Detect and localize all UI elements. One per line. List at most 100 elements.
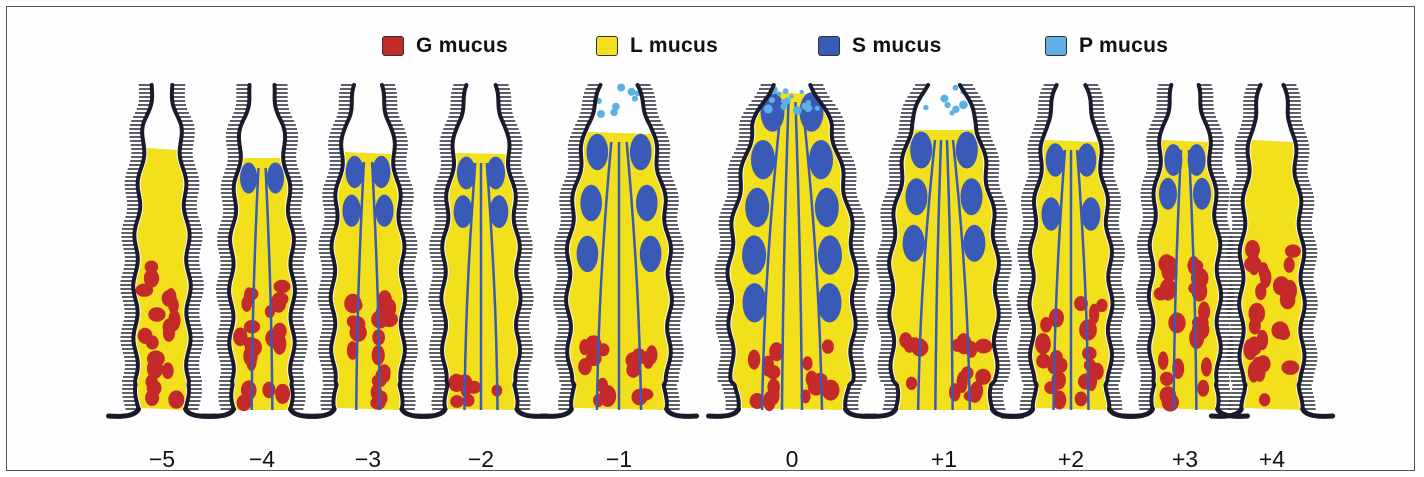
stage-label: −2 [468, 446, 494, 472]
g-mucus-granule [376, 368, 391, 384]
crypt-stage-0 [109, 85, 216, 416]
s-mucus-droplet [906, 178, 928, 215]
g-mucus-granule [579, 339, 590, 355]
s-mucus-droplet [818, 235, 842, 274]
crypt-stage-5 [709, 85, 876, 416]
g-mucus-granule [1168, 312, 1185, 333]
s-mucus-droplet [743, 283, 767, 322]
g-mucus-granule [246, 288, 258, 300]
s-mucus-droplet [751, 140, 775, 179]
g-mucus-granule [975, 369, 991, 385]
p-mucus-blob [940, 95, 948, 103]
g-mucus-granule [377, 301, 395, 316]
crypt-base-left [109, 409, 139, 416]
g-mucus-granule [646, 345, 658, 364]
stage-label: −5 [149, 446, 175, 472]
p-mucus-blob [945, 102, 951, 108]
lumen-l-mucus [892, 130, 996, 410]
g-mucus-granule [626, 362, 640, 378]
g-mucus-granule [1091, 363, 1104, 380]
s-mucus-droplet [742, 235, 766, 274]
s-mucus-droplet [910, 132, 932, 169]
s-mucus-droplet [454, 195, 473, 228]
g-mucus-granule [1197, 380, 1209, 397]
s-mucus-droplet [1193, 178, 1211, 210]
g-mucus-granule [1160, 372, 1174, 386]
s-mucus-droplet [815, 188, 839, 227]
crypt-stage-6 [866, 85, 1023, 417]
s-mucus-droplet [1046, 143, 1065, 176]
g-mucus-granule [1243, 339, 1257, 360]
g-mucus-granule [1158, 351, 1168, 370]
g-mucus-granule [1280, 290, 1296, 310]
g-mucus-granule [168, 390, 184, 408]
g-mucus-granule [1271, 321, 1288, 339]
g-mucus-granule [1201, 357, 1212, 376]
p-mucus-blob [923, 105, 928, 110]
crypt-stage-3 [415, 85, 547, 416]
g-mucus-granule [275, 384, 290, 404]
g-mucus-granule [1260, 267, 1271, 288]
stage-label: +1 [931, 446, 957, 472]
s-mucus-droplet [580, 185, 602, 221]
g-mucus-granule [1251, 357, 1264, 377]
p-mucus-blob [764, 105, 773, 114]
s-mucus-droplet [818, 283, 842, 322]
g-mucus-granule [1162, 393, 1179, 412]
g-mucus-granule [1198, 301, 1210, 321]
stage-label: +4 [1259, 446, 1285, 472]
s-mucus-droplet [587, 134, 609, 170]
g-mucus-granule [1089, 304, 1099, 325]
crypt-stage-1 [204, 85, 321, 416]
s-mucus-droplet [745, 188, 769, 227]
s-mucus-droplet [956, 132, 978, 169]
s-mucus-droplet [267, 163, 284, 194]
s-mucus-droplet [343, 195, 361, 227]
g-mucus-granule [957, 371, 968, 393]
g-mucus-granule [1056, 358, 1068, 373]
s-mucus-droplet [903, 225, 925, 262]
p-mucus-blob [610, 109, 617, 116]
g-mucus-granule [1159, 254, 1175, 273]
crypt-base-left [709, 409, 739, 416]
crypt-base-left [204, 409, 234, 416]
g-mucus-granule [1163, 285, 1173, 300]
stage-label: +3 [1172, 446, 1198, 472]
crypt-base-left [1122, 409, 1152, 416]
g-mucus-granule [1082, 347, 1097, 361]
g-mucus-granule [899, 332, 912, 348]
g-mucus-granule [802, 356, 812, 370]
s-mucus-droplet [1042, 197, 1061, 230]
g-mucus-granule [1259, 393, 1270, 406]
crypt-stage-9 [1211, 85, 1332, 416]
crypt-base-right [1303, 409, 1333, 416]
p-mucus-blob [793, 106, 802, 115]
g-mucus-granule [145, 390, 159, 406]
g-mucus-granule [1075, 392, 1088, 407]
s-mucus-droplet [1159, 178, 1177, 210]
g-mucus-granule [822, 339, 834, 353]
g-mucus-granule [1187, 259, 1203, 272]
stage-label: −3 [355, 446, 381, 472]
g-mucus-granule [975, 339, 993, 354]
g-mucus-granule [233, 328, 247, 347]
s-mucus-droplet [963, 225, 985, 262]
s-mucus-droplet [636, 185, 658, 221]
p-mucus-blob [789, 94, 794, 99]
crypt-base-right [667, 409, 697, 416]
p-mucus-blob [801, 103, 808, 110]
s-mucus-droplet [372, 156, 390, 188]
g-mucus-granule [241, 380, 257, 400]
g-mucus-granule [147, 358, 163, 379]
g-mucus-granule [450, 395, 464, 408]
crypt-base-left [304, 409, 334, 416]
p-mucus-blob [783, 88, 789, 94]
s-mucus-droplet [961, 178, 983, 215]
p-mucus-blob [628, 88, 636, 96]
g-mucus-granule [1284, 257, 1295, 273]
g-mucus-granule [274, 280, 291, 293]
s-mucus-droplet [240, 163, 257, 194]
g-mucus-granule [1257, 330, 1268, 350]
s-mucus-droplet [346, 156, 364, 188]
